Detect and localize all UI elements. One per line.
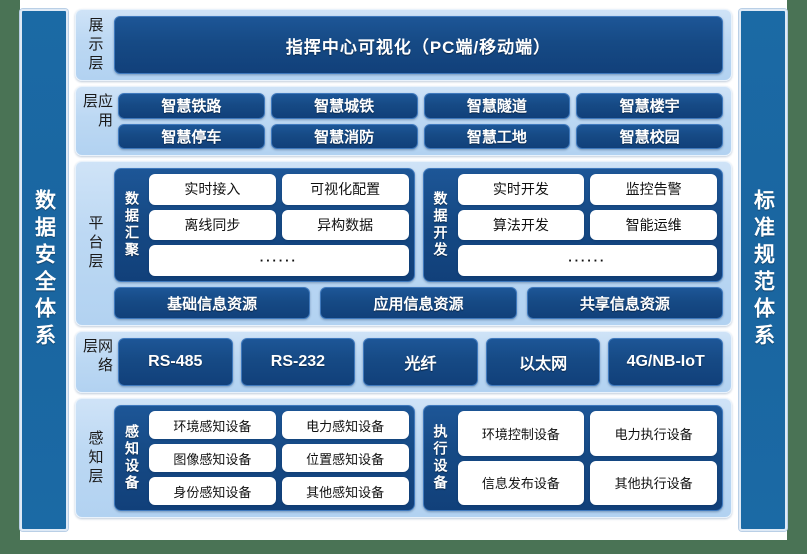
network-item-rs485[interactable]: RS-485: [118, 338, 233, 386]
aggregation-item-offline-sync[interactable]: 离线同步: [149, 209, 276, 241]
perception-groups: 感知设备 环境感知设备 电力感知设备 图像感知设备 位置感知设备: [114, 405, 723, 511]
app-item-smart-metro[interactable]: 智慧城铁: [270, 93, 418, 119]
sensing-item-identity[interactable]: 身份感知设备: [149, 477, 276, 505]
architecture-frame: 数据安全体系 展示层 指挥中心可视化（PC端/移动端） 应用层 智慧铁路 智慧城…: [20, 9, 787, 531]
layer-network-body: RS-485 RS-232 光纤 以太网 4G/NB-IoT: [118, 338, 723, 386]
group-sensing-devices: 感知设备 环境感知设备 电力感知设备 图像感知设备 位置感知设备: [114, 405, 415, 511]
layer-application-body: 智慧铁路 智慧城铁 智慧隧道 智慧楼宇 智慧停车 智慧消防 智慧工地 智慧校园: [118, 93, 723, 149]
app-item-smart-tunnel[interactable]: 智慧隧道: [423, 93, 571, 119]
layer-application-label: 应用层: [81, 93, 113, 131]
group-sensing-devices-grid: 环境感知设备 电力感知设备 图像感知设备 位置感知设备 身份感知设备 其他感知设…: [149, 411, 409, 505]
network-item-4g-nbiot[interactable]: 4G/NB-IoT: [608, 338, 723, 386]
app-item-smart-parking[interactable]: 智慧停车: [118, 123, 265, 149]
group-data-development: 数据开发 实时开发 监控告警 算法开发 智能运维: [422, 168, 723, 282]
group-actuating-devices: 执行设备 环境控制设备 电力执行设备 信息发布设备 其他执行设备: [422, 405, 723, 511]
aggregation-item-ellipsis[interactable]: ······: [149, 245, 409, 277]
layer-platform-label: 平台层: [86, 215, 104, 272]
network-item-fiber[interactable]: 光纤: [363, 338, 478, 386]
app-item-smart-campus[interactable]: 智慧校园: [576, 123, 723, 149]
aggregation-item-visual-config[interactable]: 可视化配置: [281, 174, 409, 205]
network-item-rs232[interactable]: RS-232: [240, 338, 356, 386]
sensing-item-location[interactable]: 位置感知设备: [281, 444, 409, 472]
group-actuating-devices-title: 执行设备: [432, 424, 449, 492]
group-actuating-devices-grid: 环境控制设备 电力执行设备 信息发布设备 其他执行设备: [457, 411, 717, 505]
group-sensing-devices-title: 感知设备: [124, 424, 140, 492]
application-row-2: 智慧停车 智慧消防 智慧工地 智慧校园: [118, 123, 723, 149]
development-row-1: 实时开发 监控告警: [457, 174, 717, 205]
actuating-item-information-release[interactable]: 信息发布设备: [457, 460, 585, 505]
development-row-3: ······: [457, 245, 717, 277]
aggregation-row-2: 离线同步 异构数据: [149, 209, 409, 241]
platform-resources: 基础信息资源 应用信息资源 共享信息资源: [114, 287, 723, 319]
actuating-item-environment-control[interactable]: 环境控制设备: [457, 411, 585, 456]
group-data-aggregation-grid: 实时接入 可视化配置 离线同步 异构数据 ······: [149, 174, 409, 277]
network-items: RS-485 RS-232 光纤 以太网 4G/NB-IoT: [118, 338, 723, 386]
sensing-item-image[interactable]: 图像感知设备: [149, 444, 276, 472]
pillar-standard-specification: 标准规范体系: [739, 9, 787, 531]
layer-display-label: 展示层: [86, 16, 104, 74]
layer-platform-body: 数据汇聚 实时接入 可视化配置 离线同步 异构数据: [114, 168, 723, 319]
pillar-right-label: 标准规范体系: [751, 189, 775, 351]
aggregation-item-heterogeneous-data[interactable]: 异构数据: [281, 209, 409, 241]
aggregation-row-3: ······: [149, 245, 409, 277]
layer-perception: 感知层 感知设备 环境感知设备 电力感知设备: [75, 398, 732, 518]
display-banner[interactable]: 指挥中心可视化（PC端/移动端）: [114, 16, 723, 74]
aggregation-item-realtime-ingest[interactable]: 实时接入: [149, 174, 276, 205]
actuating-item-power-execution[interactable]: 电力执行设备: [590, 411, 717, 456]
layer-display: 展示层 指挥中心可视化（PC端/移动端）: [75, 9, 732, 81]
platform-groups: 数据汇聚 实时接入 可视化配置 离线同步 异构数据: [114, 168, 723, 282]
resource-shared-information[interactable]: 共享信息资源: [526, 287, 723, 319]
actuating-row-1: 环境控制设备 电力执行设备: [457, 411, 717, 456]
group-data-development-title: 数据开发: [432, 191, 449, 259]
pillar-data-security: 数据安全体系: [20, 9, 68, 531]
sensing-row-3: 身份感知设备 其他感知设备: [149, 477, 409, 505]
sensing-item-power[interactable]: 电力感知设备: [281, 411, 409, 439]
group-data-development-grid: 实时开发 监控告警 算法开发 智能运维 ······: [457, 174, 717, 277]
layer-application: 应用层 智慧铁路 智慧城铁 智慧隧道 智慧楼宇 智慧停车 智慧消防 智慧工地 智…: [75, 86, 732, 156]
app-item-smart-firefighting[interactable]: 智慧消防: [270, 123, 418, 149]
app-item-smart-railway[interactable]: 智慧铁路: [118, 93, 265, 119]
layer-display-body: 指挥中心可视化（PC端/移动端）: [114, 16, 723, 74]
development-item-ellipsis[interactable]: ······: [457, 245, 717, 277]
app-item-smart-building[interactable]: 智慧楼宇: [576, 93, 723, 119]
aggregation-row-1: 实时接入 可视化配置: [149, 174, 409, 205]
sensing-item-other[interactable]: 其他感知设备: [281, 477, 409, 505]
resource-basic-information[interactable]: 基础信息资源: [114, 287, 311, 319]
layer-stack: 展示层 指挥中心可视化（PC端/移动端） 应用层 智慧铁路 智慧城铁 智慧隧道 …: [75, 9, 732, 531]
development-row-2: 算法开发 智能运维: [457, 209, 717, 241]
development-item-realtime-dev[interactable]: 实时开发: [457, 174, 585, 205]
application-row-1: 智慧铁路 智慧城铁 智慧隧道 智慧楼宇: [118, 93, 723, 119]
actuating-item-other[interactable]: 其他执行设备: [590, 460, 717, 505]
diagram-canvas: 数据安全体系 展示层 指挥中心可视化（PC端/移动端） 应用层 智慧铁路 智慧城…: [20, 0, 787, 540]
actuating-row-2: 信息发布设备 其他执行设备: [457, 460, 717, 505]
sensing-item-environment[interactable]: 环境感知设备: [149, 411, 276, 439]
development-item-monitor-alarm[interactable]: 监控告警: [590, 174, 717, 205]
app-item-smart-construction-site[interactable]: 智慧工地: [423, 123, 571, 149]
layer-perception-body: 感知设备 环境感知设备 电力感知设备 图像感知设备 位置感知设备: [114, 405, 723, 511]
resource-application-information[interactable]: 应用信息资源: [320, 287, 517, 319]
sensing-row-2: 图像感知设备 位置感知设备: [149, 444, 409, 472]
development-item-algorithm-dev[interactable]: 算法开发: [457, 209, 585, 241]
layer-platform: 平台层 数据汇聚 实时接入 可视化配置: [75, 161, 732, 326]
group-data-aggregation: 数据汇聚 实时接入 可视化配置 离线同步 异构数据: [114, 168, 415, 282]
development-item-intelligent-ops[interactable]: 智能运维: [590, 209, 717, 241]
layer-network-label: 网络层: [81, 338, 113, 376]
pillar-left-label: 数据安全体系: [32, 189, 56, 351]
group-data-aggregation-title: 数据汇聚: [124, 191, 140, 259]
sensing-row-1: 环境感知设备 电力感知设备: [149, 411, 409, 439]
layer-perception-label: 感知层: [86, 429, 104, 487]
network-item-ethernet[interactable]: 以太网: [485, 338, 601, 386]
layer-network: 网络层 RS-485 RS-232 光纤 以太网 4G/NB-IoT: [75, 331, 732, 393]
